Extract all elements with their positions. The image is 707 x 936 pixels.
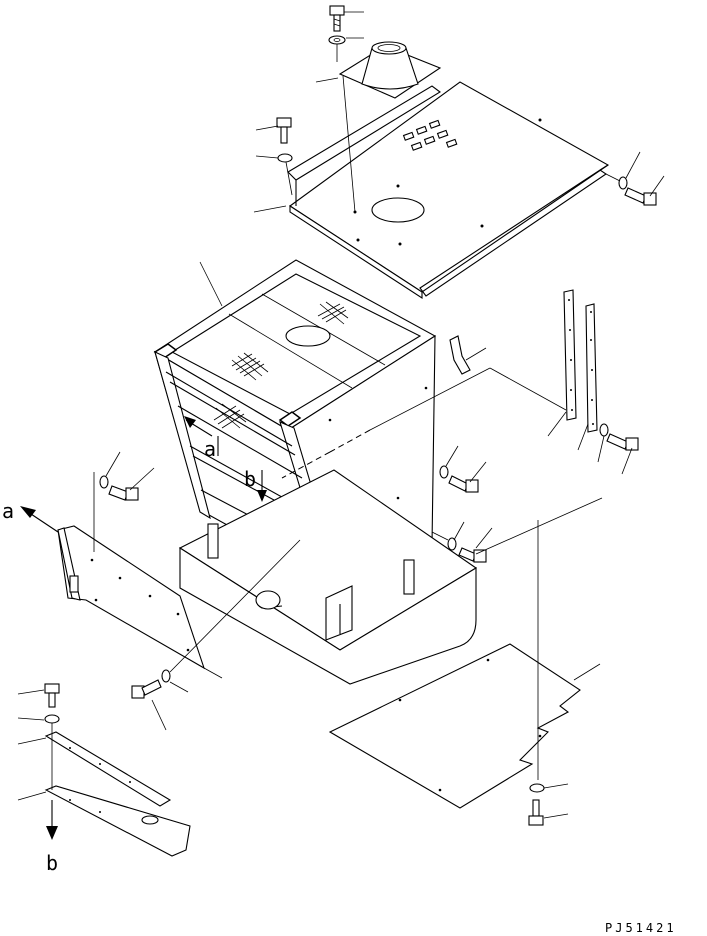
side-washer-upper [439, 465, 449, 479]
vent-slots [402, 119, 458, 151]
bottom-washer [44, 714, 60, 724]
drawing-code: PJ51421 [605, 921, 677, 935]
side-bolt-lower [458, 547, 487, 563]
top-cover [287, 81, 610, 300]
top-bolt [329, 5, 345, 32]
rail-left [563, 289, 577, 421]
left-panel-bolt [108, 485, 139, 501]
view-marker-a: a [184, 416, 219, 461]
rail-washer [599, 423, 609, 437]
front-washer [161, 669, 171, 683]
cover-bolt-right [624, 187, 657, 206]
base-tank [178, 469, 478, 685]
cover-washer-right [618, 176, 628, 190]
small-bracket [449, 335, 471, 375]
view-marker-b: b [244, 467, 267, 502]
arrow-b-label: b [46, 851, 58, 875]
floor-bolt [528, 799, 544, 826]
view-arrow-b: b [46, 800, 58, 875]
arrow-a-label: a [2, 499, 14, 523]
bottom-plate-a [44, 731, 172, 807]
bottom-bolt [44, 683, 60, 708]
bottom-plate-b [44, 785, 191, 857]
floor-washer [529, 783, 545, 793]
left-panel-washer [99, 475, 109, 489]
svg-text:a: a [204, 437, 216, 461]
callout-leaders [17, 11, 665, 819]
svg-text:b: b [244, 467, 256, 491]
side-bolt-upper [448, 475, 479, 493]
rail-bolt [606, 433, 639, 451]
cover-washer-left [277, 153, 293, 163]
grille [213, 301, 349, 429]
view-arrow-a: a [2, 499, 59, 533]
front-bolt [131, 679, 162, 699]
top-washer [328, 35, 346, 45]
cover-bolt-left [276, 117, 292, 144]
side-washer-lower [447, 537, 457, 551]
exhaust-stack-plate [338, 41, 442, 99]
rail-right [585, 303, 598, 433]
